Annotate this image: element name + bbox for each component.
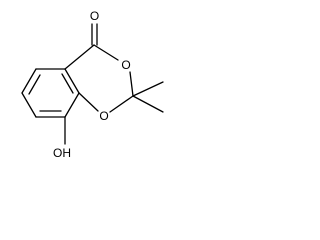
bond-o1-c8a <box>78 92 99 112</box>
bond-c4a-c4 <box>64 44 95 70</box>
carbonyl-oxygen-label: O <box>90 9 99 23</box>
bond-c8a-c4a <box>64 68 80 94</box>
ring-oxygen-top-label: O <box>121 58 130 72</box>
bond-lines <box>21 23 164 145</box>
bond-o3-c2 <box>129 71 134 97</box>
bond-c2-o1 <box>109 95 134 113</box>
ring-oxygen-bottom-label: O <box>99 109 108 123</box>
bond-inner-c5-c6 <box>28 74 41 95</box>
bond-c8-c8a <box>64 92 80 118</box>
bond-methyl-lower <box>132 95 164 113</box>
bond-methyl-upper <box>132 81 164 97</box>
bond-c4-o3 <box>93 44 119 61</box>
bond-c6-c7 <box>21 92 37 118</box>
bond-c5-c6 <box>21 68 37 94</box>
hydroxyl-label: OH <box>53 146 71 160</box>
chemical-structure-diagram: O O O OH <box>21 9 164 160</box>
bond-inner-c8a-c4a <box>61 73 74 94</box>
atom-labels: O O O OH <box>53 9 131 160</box>
